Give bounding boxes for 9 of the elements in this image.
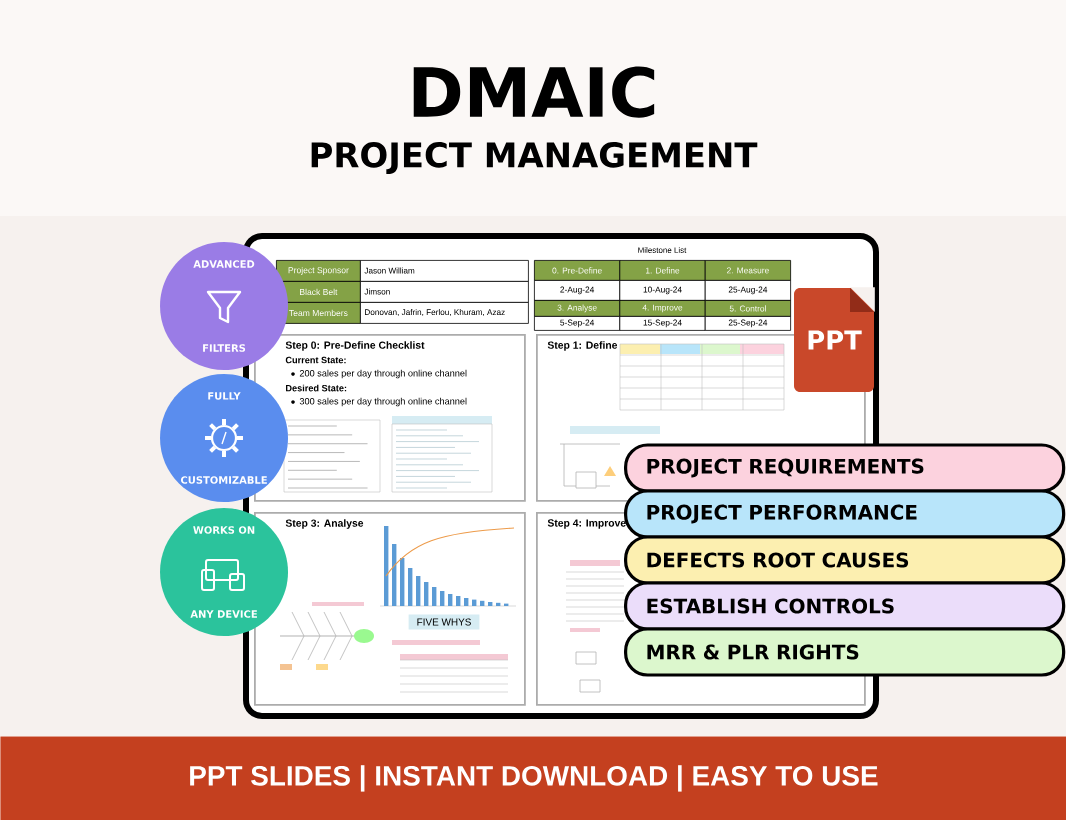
footer-band: PPT SLIDES | INSTANT DOWNLOAD | EASY TO USE [0, 736, 1066, 820]
feature-pill: MRR & PLR RIGHTS [624, 627, 1066, 677]
slide-panel [254, 512, 526, 706]
feature-pill: DEFECTS ROOT CAUSES [624, 535, 1066, 585]
feature-pill: ESTABLISH CONTROLS [624, 581, 1066, 631]
feature-pill: PROJECT PERFORMANCE [624, 489, 1066, 539]
feature-pill: PROJECT REQUIREMENTS [624, 443, 1066, 493]
subtitle: PROJECT MANAGEMENT [311, 142, 758, 174]
title: DMAIC [413, 66, 655, 118]
